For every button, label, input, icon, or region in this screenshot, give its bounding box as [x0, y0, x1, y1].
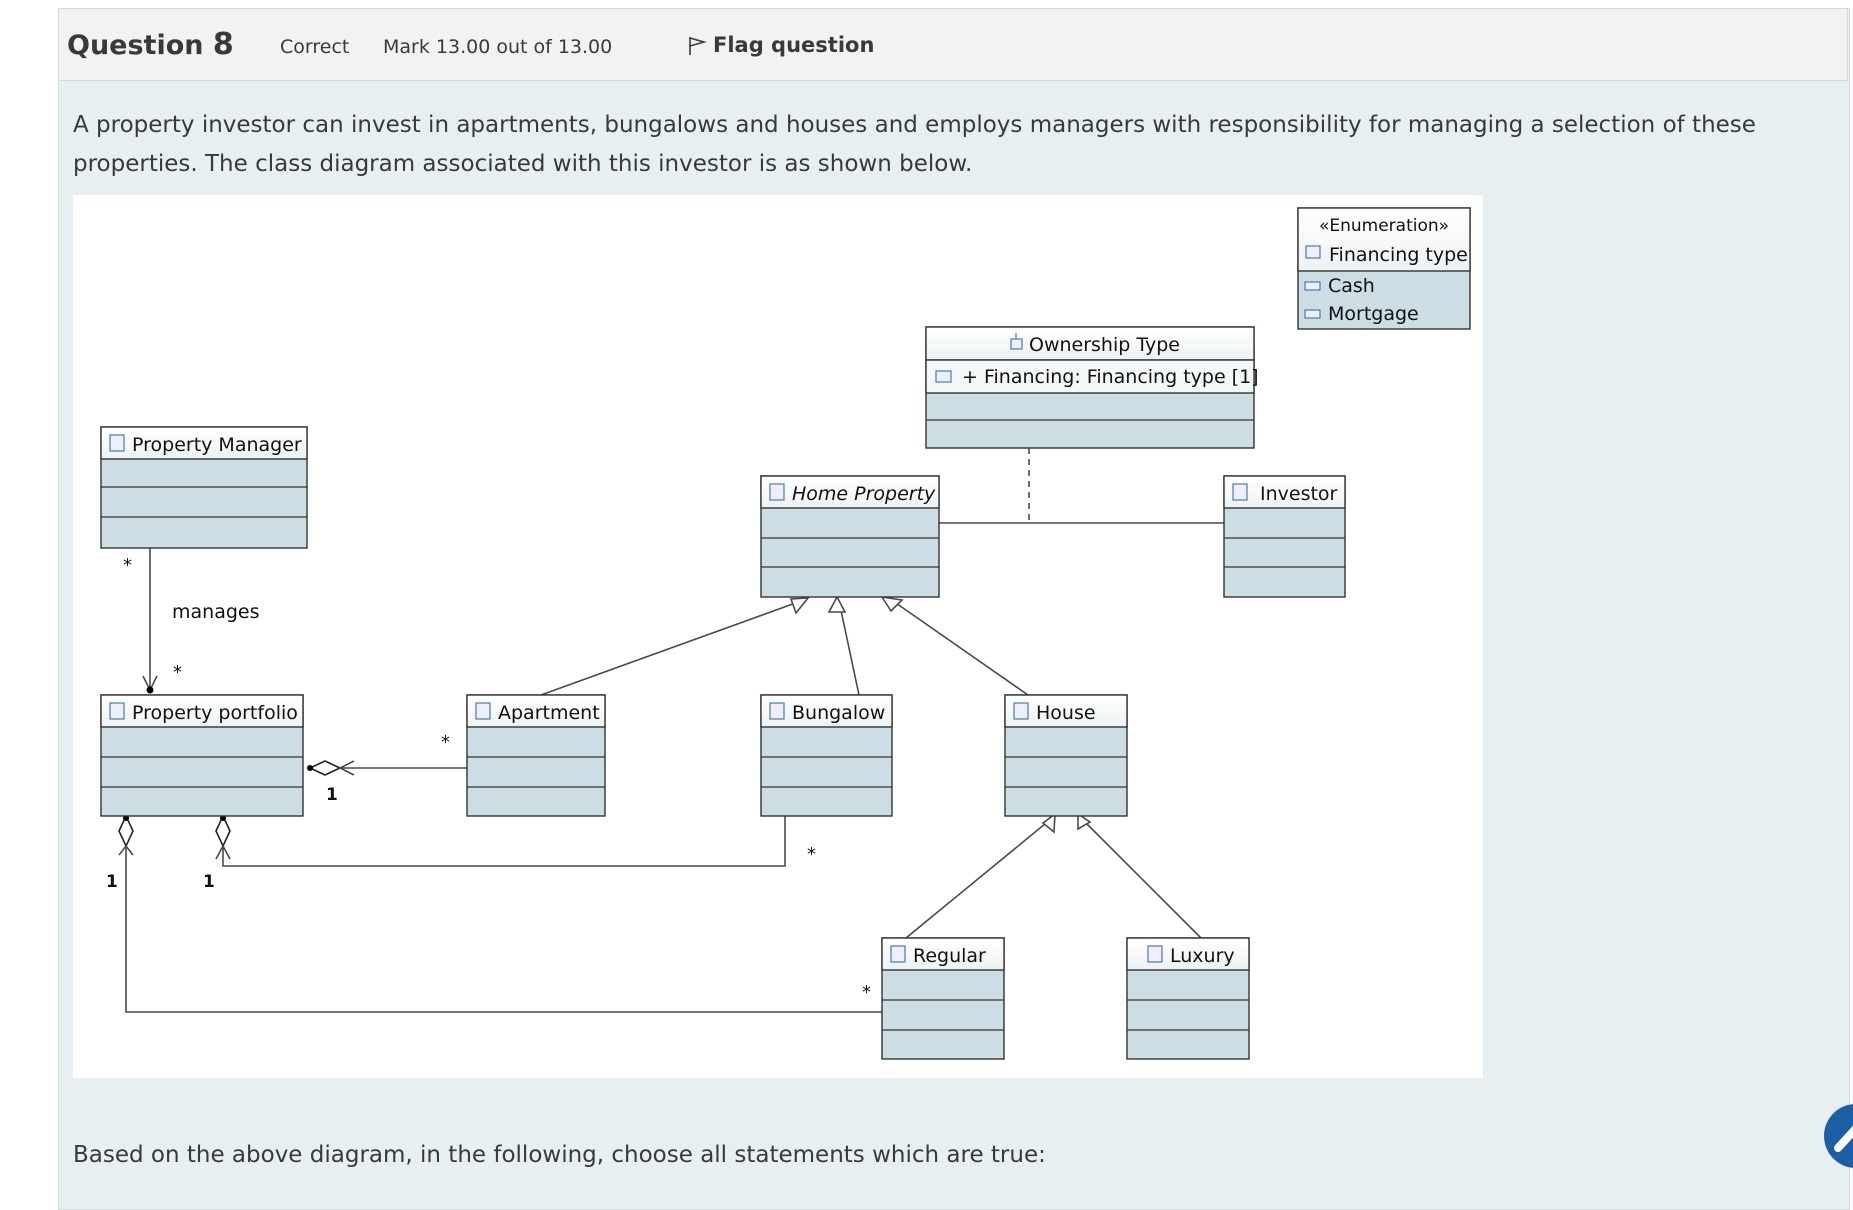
class-home-property: Home Property: [760, 475, 940, 598]
question-prompt: Based on the above diagram, in the follo…: [73, 1142, 1046, 1168]
apartment-arrow: [338, 760, 355, 776]
class-icon: [769, 483, 785, 501]
enum-value-cash: Cash: [1328, 275, 1375, 297]
flag-icon: [689, 37, 707, 55]
regular-triangle: [1041, 812, 1056, 834]
question-number: Question 8: [67, 27, 234, 62]
class-apartment: Apartment: [466, 694, 606, 817]
bungalow-triangle: [827, 595, 847, 613]
apartment-dot: [307, 765, 313, 771]
mult-manager-star: *: [123, 555, 132, 576]
enum-financing-type: «Enumeration» Financing type Cash Mortga…: [1297, 207, 1471, 330]
home-property-name: Home Property: [792, 483, 936, 505]
mult-bungalow-star: *: [807, 844, 816, 865]
regular-generalization: [905, 818, 1052, 939]
flag-question-button[interactable]: Flag question: [687, 33, 874, 57]
bungalow-arrow: [215, 844, 231, 860]
bungalow-aggregation-line: [222, 815, 786, 867]
class-investor: Investor: [1223, 475, 1346, 598]
property-manager-name: Property Manager: [132, 434, 302, 456]
class-icon: [890, 945, 906, 963]
question-header: Question 8 Correct Mark 13.00 out of 13.…: [58, 8, 1848, 81]
regular-aggregation-line: [125, 819, 882, 1013]
literal-icon: [1304, 309, 1321, 319]
mult-regular-one: 1: [106, 872, 118, 892]
investor-name: Investor: [1260, 483, 1338, 505]
generalization-arrowheads: [789, 595, 1092, 834]
class-icon: [769, 702, 785, 720]
question-text: A property investor can invest in apartm…: [73, 112, 1756, 177]
apartment-name: Apartment: [498, 702, 600, 724]
question-state: Correct: [280, 36, 350, 58]
apartment-diamond: [308, 760, 342, 776]
luxury-triangle: [1077, 812, 1092, 831]
class-icon: [475, 702, 491, 720]
house-triangle: [880, 595, 904, 613]
class-icon: [1232, 483, 1248, 501]
house-generalization: [892, 600, 1029, 696]
property-portfolio-name: Property portfolio: [132, 702, 298, 724]
diagram-labels: manages * * * 1 * 1 1 *: [106, 555, 871, 1003]
enum-stereotype: «Enumeration»: [1319, 216, 1449, 236]
class-house: House: [1004, 694, 1128, 817]
bungalow-name: Bungalow: [792, 702, 885, 724]
class-luxury: Luxury: [1126, 937, 1250, 1060]
class-bungalow: Bungalow: [760, 694, 893, 817]
class-icon: [1013, 702, 1029, 720]
literal-icon: [1304, 281, 1321, 291]
floating-action-button[interactable]: [1824, 1104, 1853, 1168]
regular-arrow: [118, 844, 134, 856]
flag-question-label: Flag question: [713, 33, 875, 57]
mult-regular-star: *: [862, 982, 871, 1003]
class-icon: [109, 434, 125, 452]
class-diagram-svg: manages * * * 1 * 1 1 * «Enumeration» Fi…: [100, 207, 1471, 1060]
mult-apartment-star: *: [441, 732, 450, 753]
mult-apartment-one: 1: [326, 785, 338, 805]
apartment-generalization: [540, 600, 802, 696]
pencil-icon: [1834, 1125, 1853, 1152]
manages-dot: [146, 686, 154, 694]
ownership-type-name: Ownership Type: [1029, 334, 1180, 356]
class-regular: Regular: [881, 937, 1005, 1060]
house-name: House: [1036, 702, 1096, 724]
bungalow-generalization: [838, 600, 860, 696]
class-ownership-type: Ownership Type + Financing: Financing ty…: [925, 326, 1259, 449]
enum-value-mortgage: Mortgage: [1328, 303, 1419, 325]
enum-name: Financing type: [1329, 244, 1468, 266]
class-property-manager: Property Manager: [100, 426, 308, 549]
class-property-portfolio: Property portfolio: [100, 694, 304, 817]
aggregation-diamonds: [118, 760, 355, 860]
association-class-icon: [1010, 333, 1023, 350]
manages-label: manages: [172, 601, 260, 623]
question-label: Question: [67, 30, 204, 61]
question-number-value: 8: [212, 27, 234, 62]
attribute-icon: [935, 370, 952, 383]
question-grade: Mark 13.00 out of 13.00: [383, 36, 613, 58]
class-icon: [109, 702, 125, 720]
class-diagram: manages * * * 1 * 1 1 * «Enumeration» Fi…: [73, 195, 1483, 1078]
mult-bungalow-one: 1: [203, 872, 215, 892]
enum-icon: [1305, 245, 1321, 259]
class-icon: [1147, 945, 1163, 963]
mult-portfolio-star: *: [173, 662, 182, 683]
ownership-attr: + Financing: Financing type [1]: [962, 366, 1259, 388]
regular-name: Regular: [913, 945, 986, 967]
luxury-name: Luxury: [1170, 945, 1235, 967]
luxury-generalization: [1081, 818, 1202, 939]
apartment-triangle: [789, 597, 810, 615]
